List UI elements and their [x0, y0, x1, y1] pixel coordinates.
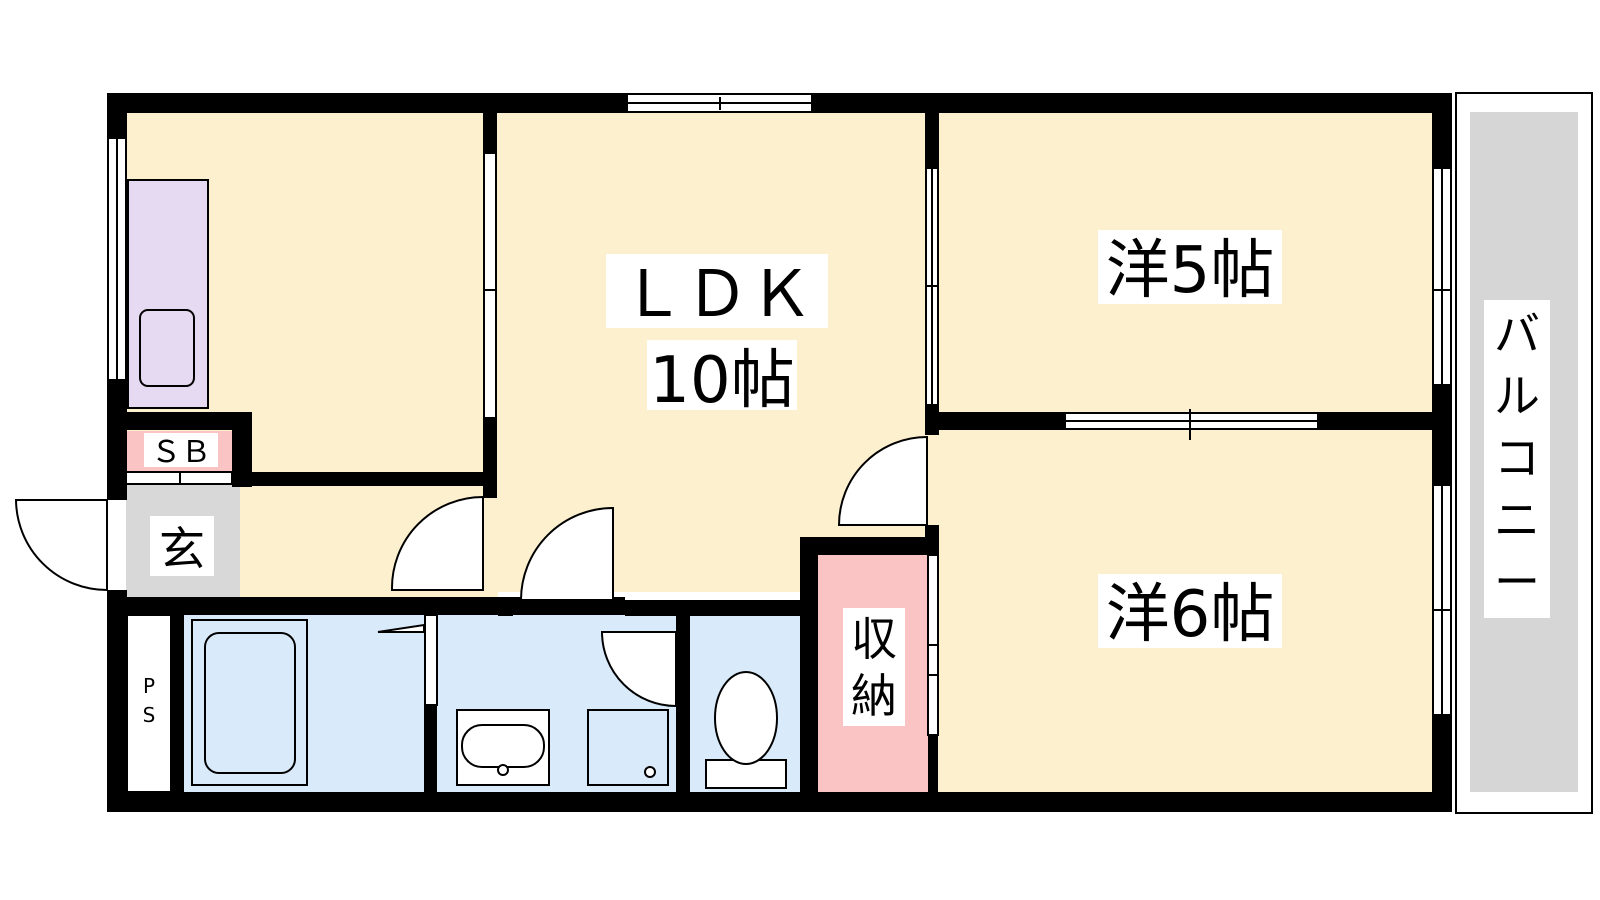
balcony-label-4: ニ: [1494, 493, 1540, 547]
ldk-door: [519, 506, 614, 601]
entrance-label: 玄: [159, 522, 205, 576]
toilet-icon: [705, 671, 787, 789]
window-kitchen-ldk: [483, 152, 497, 419]
washing-machine-icon: [587, 709, 669, 786]
balcony-label-2: ル: [1494, 369, 1540, 423]
toilet-door: [600, 631, 677, 708]
doors: [14, 435, 928, 708]
pipe-space-label-2: S: [143, 703, 156, 727]
windows: [107, 93, 1452, 793]
western6-door: [837, 435, 928, 526]
kitchen-sink-icon: [139, 309, 195, 387]
storage-label-1: 収: [851, 612, 897, 666]
fixtures: [127, 179, 787, 789]
balcony-label-1: バ: [1494, 307, 1540, 361]
storage-label-2: 納: [851, 669, 897, 723]
western6-label: 洋6帖: [1106, 578, 1275, 652]
hall-door: [390, 495, 484, 591]
ldk-label: ＬＤＫ: [621, 258, 813, 332]
balcony-label-5: ー: [1494, 555, 1540, 609]
entrance-door: [14, 499, 108, 591]
shoe-box-label: ＳＢ: [151, 435, 211, 470]
pipe-space-label-1: P: [143, 674, 155, 698]
pipe-space: [126, 614, 172, 793]
labels: ＬＤＫ 10帖 洋5帖 洋6帖 玄 ＳＢ 収 納 P S バ ル コ ニ ー: [143, 230, 1550, 727]
ldk-size-label: 10帖: [649, 344, 794, 418]
western5-label: 洋5帖: [1106, 234, 1275, 308]
walls: [107, 93, 1452, 812]
balcony-label-3: コ: [1494, 431, 1540, 485]
